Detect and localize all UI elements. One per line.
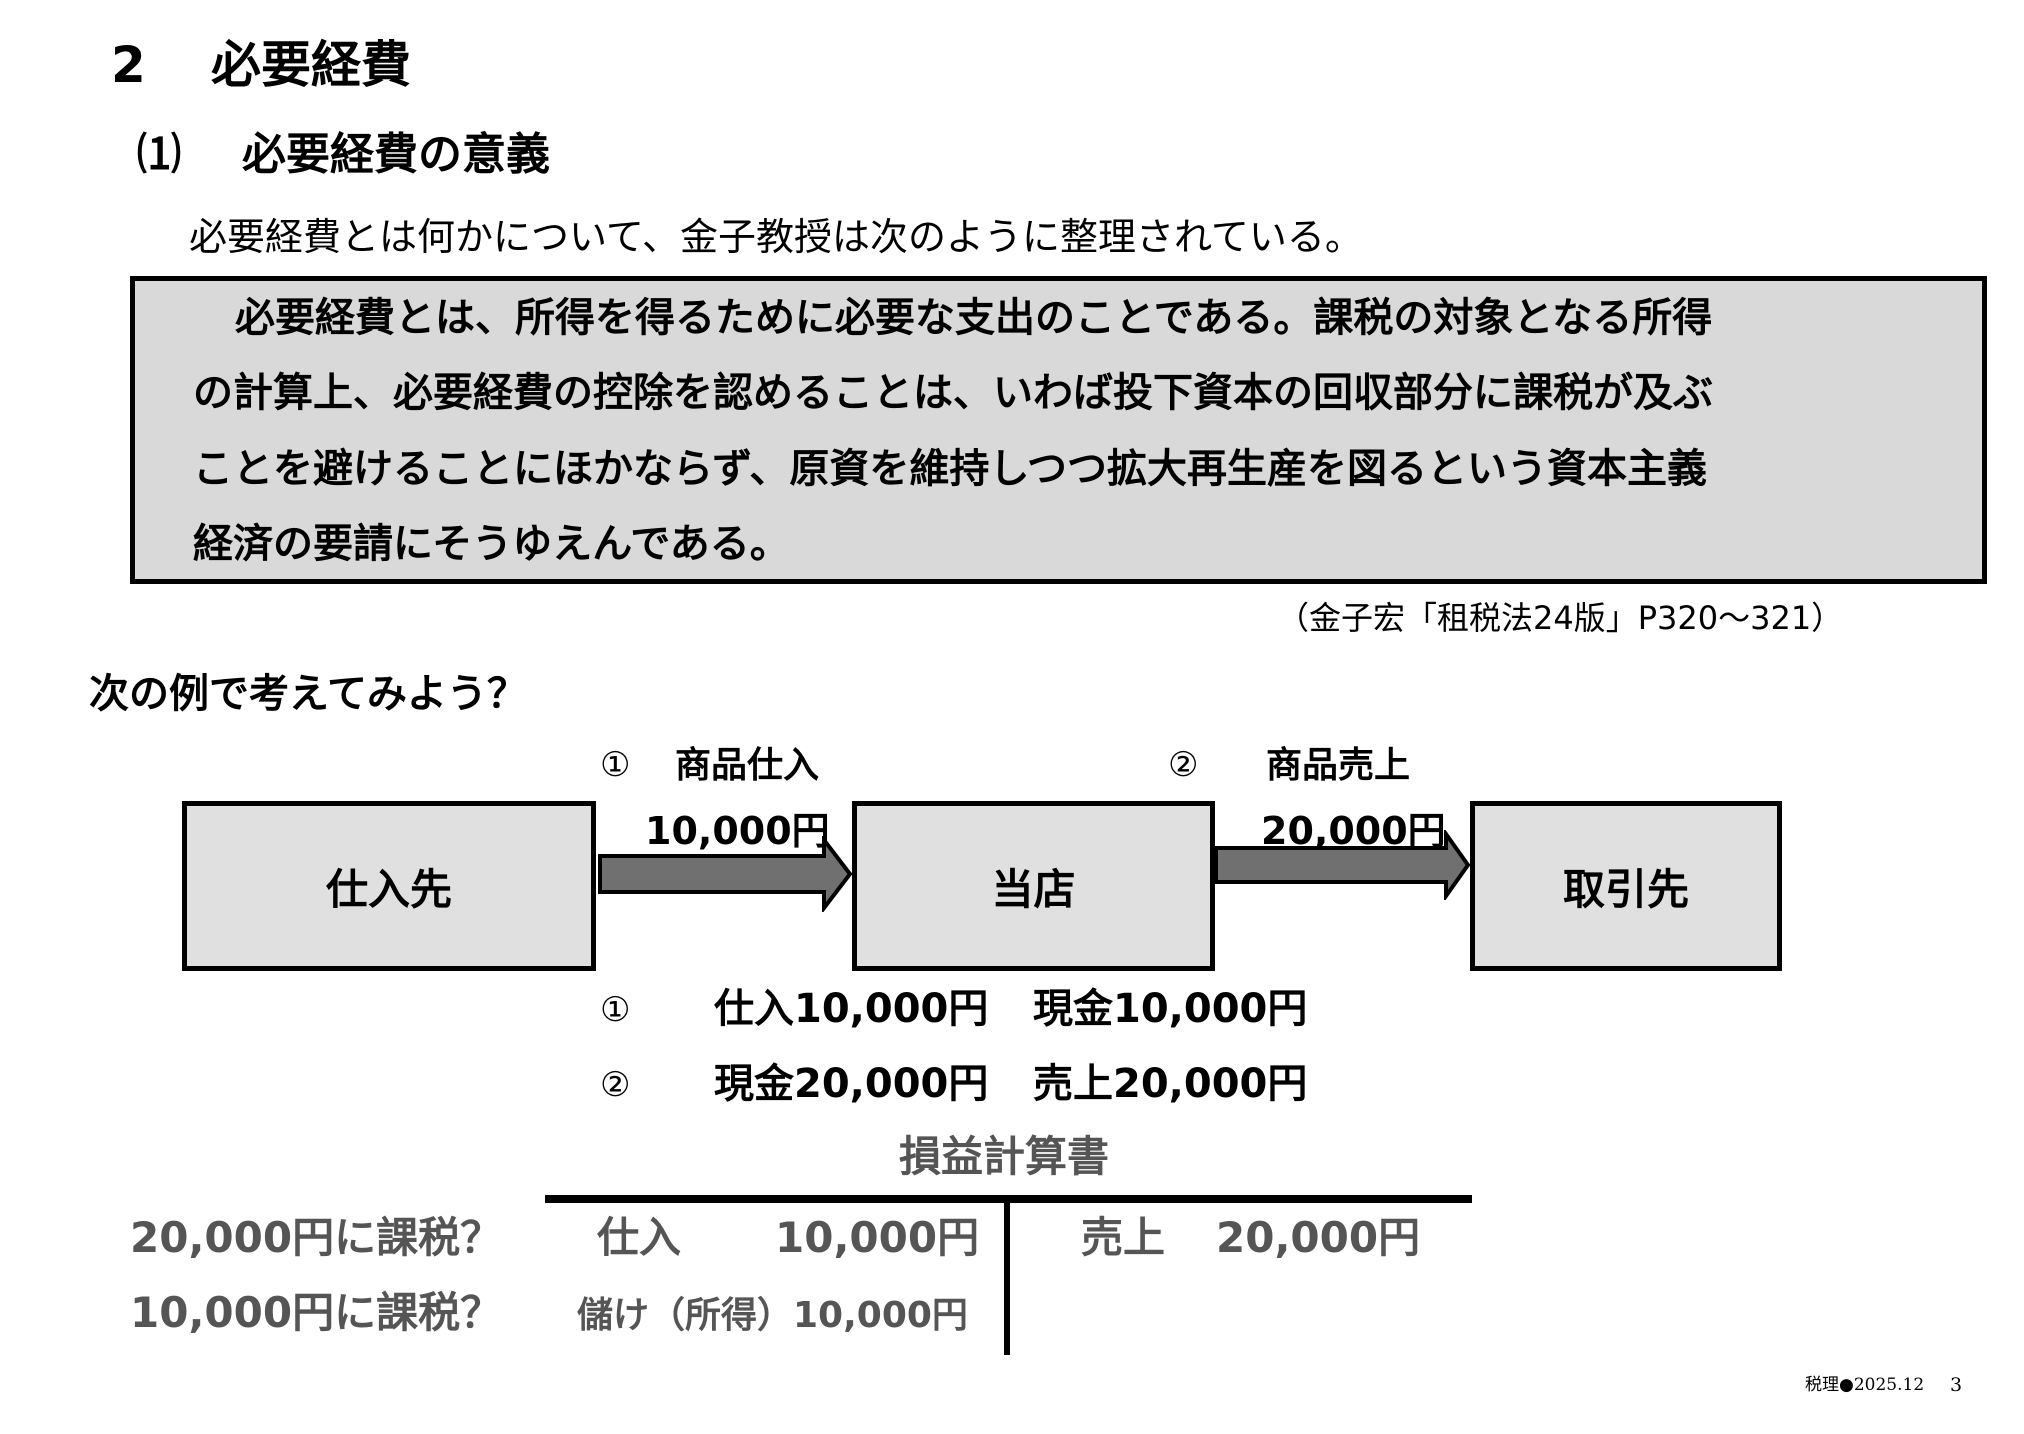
section-title: 必要経費 bbox=[211, 36, 411, 94]
quote-line: の計算上、必要経費の控除を認めることは、いわば投下資本の回収部分に課税が及ぶ bbox=[193, 370, 1713, 416]
profit-label: 儲け（所得）10,000円 bbox=[577, 1295, 968, 1336]
quote-line: 必要経費とは、所得を得るために必要な支出のことである。課税の対象となる所得 bbox=[235, 295, 1713, 341]
arrow-right-icon bbox=[1214, 830, 1470, 900]
journal-credit: 売上20,000円 bbox=[1033, 1061, 1308, 1107]
debit-label: 仕入 bbox=[597, 1213, 682, 1262]
question: 20,000円に課税？ bbox=[130, 1213, 503, 1262]
section-number: 2 bbox=[111, 36, 146, 94]
citation: （金子宏「租税法24版」P320～321） bbox=[1277, 599, 1844, 637]
page-number: 3 bbox=[1950, 1374, 1963, 1396]
quote-line: ことを避けることにほかならず、原資を維持しつつ拡大再生産を図るという資本主義 bbox=[193, 446, 1707, 492]
subsection-number: ⑴ bbox=[137, 129, 181, 180]
journal-debit: 仕入10,000円 bbox=[714, 986, 989, 1032]
node-customer: 取引先 bbox=[1470, 801, 1782, 971]
node-label: 取引先 bbox=[1562, 864, 1689, 914]
journal-marker: ① bbox=[600, 990, 631, 1030]
journal-credit: 現金10,000円 bbox=[1033, 986, 1308, 1032]
flow-amount: 10,000円 bbox=[645, 809, 830, 853]
quote-box: 必要経費とは、所得を得るために必要な支出のことである。課税の対象となる所得 の計… bbox=[130, 276, 1987, 584]
flow-label: 商品売上 bbox=[1266, 745, 1411, 786]
question: 10,000円に課税？ bbox=[130, 1288, 503, 1337]
node-our-store: 当店 bbox=[852, 801, 1215, 971]
node-label: 仕入先 bbox=[325, 864, 452, 914]
flow-amount: 20,000円 bbox=[1261, 809, 1446, 853]
node-label: 当店 bbox=[991, 864, 1076, 914]
journal-debit: 現金20,000円 bbox=[714, 1061, 989, 1107]
debit-amount: 10,000円 bbox=[775, 1213, 980, 1262]
example-heading: 次の例で考えてみよう？ bbox=[89, 671, 527, 717]
t-account-vertical-line bbox=[1004, 1199, 1010, 1355]
credit-label: 売上 bbox=[1081, 1213, 1166, 1262]
intro-text: 必要経費とは何かについて、金子教授は次のように整理されている。 bbox=[189, 215, 1363, 259]
journal-marker: ② bbox=[600, 1065, 631, 1105]
flow-marker: ② bbox=[1168, 745, 1199, 785]
income-statement-title: 損益計算書 bbox=[899, 1132, 1110, 1181]
flow-label: 商品仕入 bbox=[675, 745, 820, 786]
footer-text: 税理●2025.12 bbox=[1805, 1375, 1925, 1395]
flow-marker: ① bbox=[600, 745, 631, 785]
subsection-title: 必要経費の意義 bbox=[242, 129, 550, 180]
quote-line: 経済の要請にそうゆえんである。 bbox=[193, 521, 790, 567]
credit-amount: 20,000円 bbox=[1216, 1213, 1421, 1262]
node-supplier: 仕入先 bbox=[182, 801, 596, 971]
arrow-right-icon bbox=[598, 836, 853, 912]
